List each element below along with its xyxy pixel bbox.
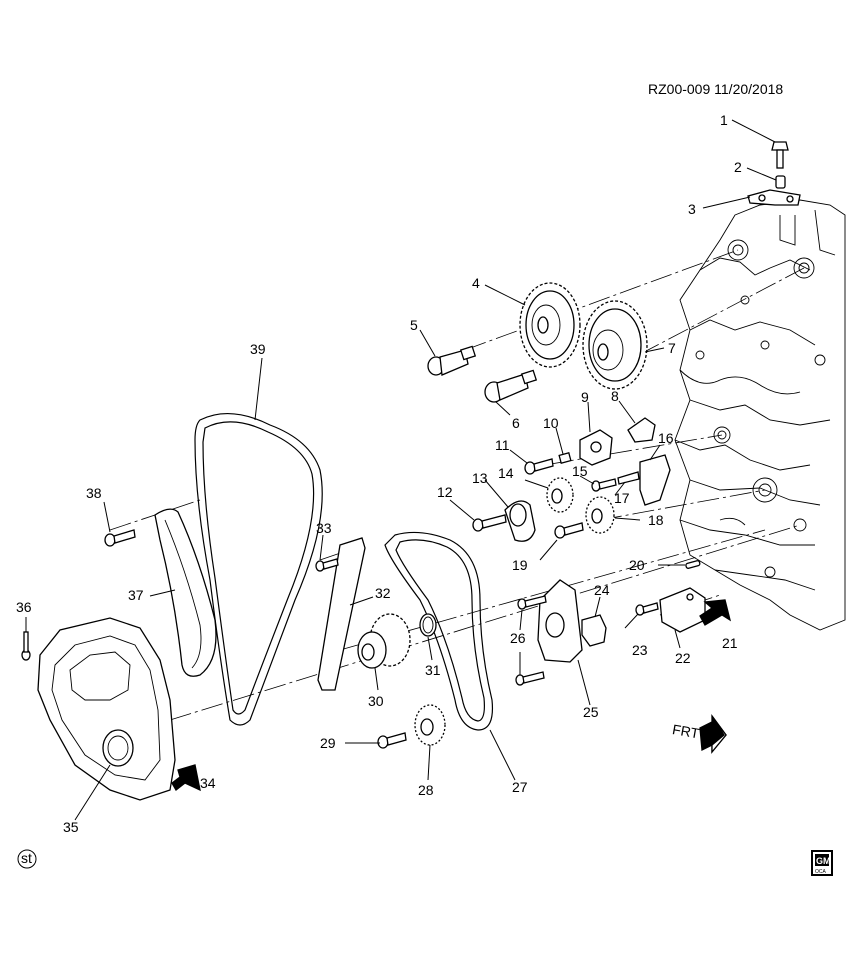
part-5-actuator-bolt <box>427 345 477 376</box>
part-27-timing-chain-lower <box>384 531 494 731</box>
callout-9: 9 <box>581 389 589 405</box>
part-33-bolt <box>315 558 339 572</box>
part-2-bushing <box>775 175 786 189</box>
callout-11: 11 <box>495 437 510 453</box>
part-31-o-ring <box>419 613 437 637</box>
diagram-reference: RZ00-009 11/20/2018 <box>648 81 783 97</box>
part-3-bracket <box>747 189 801 206</box>
part-18-sprocket <box>585 496 615 534</box>
part-1-bolt <box>771 141 789 169</box>
part-11-bolt <box>524 458 554 475</box>
arrow-21 <box>699 599 732 626</box>
part-27-timing-chain-lower-inner <box>395 539 485 722</box>
part-6-actuator-bolt <box>484 369 538 403</box>
callout-19: 19 <box>512 557 528 573</box>
callout-7: 7 <box>668 340 676 356</box>
callout-10: 10 <box>543 415 559 431</box>
part-14-sprocket <box>546 477 574 513</box>
part-19-bolt <box>554 522 584 539</box>
part-20-pin <box>685 560 701 569</box>
callout-20: 20 <box>629 557 645 573</box>
callout-38: 38 <box>86 485 102 501</box>
part-39-timing-chain-upper <box>194 412 323 726</box>
callout-16: 16 <box>658 430 674 446</box>
callout-39: 39 <box>250 341 266 357</box>
part-25-tensioner <box>537 579 583 663</box>
callout-13: 13 <box>472 470 488 486</box>
part-26-bolt-lower <box>515 671 545 686</box>
callout-34: 34 <box>200 775 216 791</box>
callout-18: 18 <box>648 512 664 528</box>
part-36-bolt <box>21 631 31 661</box>
part-8-guide <box>627 417 656 443</box>
part-32-chain-guide <box>317 537 366 691</box>
gm-logo-text: GM <box>816 856 831 866</box>
part-23-bolt <box>635 602 659 616</box>
part-17-bolt <box>617 471 640 485</box>
part-7-cam-actuator <box>582 300 648 390</box>
callout-5: 5 <box>410 317 418 333</box>
part-26-bolt-upper <box>517 595 547 610</box>
callout-33: 33 <box>316 520 332 536</box>
arrow-34 <box>171 764 201 792</box>
callout-35: 35 <box>63 819 79 835</box>
part-24-clip <box>581 614 607 647</box>
callout-12: 12 <box>437 484 453 500</box>
part-38-bolt <box>104 529 136 547</box>
part-10-pin <box>558 452 572 464</box>
frt-label: FRT <box>671 721 701 742</box>
callout-14: 14 <box>498 465 514 481</box>
callout-6: 6 <box>512 415 520 431</box>
callout-26: 26 <box>510 630 526 646</box>
part-12-bolt <box>472 514 507 532</box>
callout-2: 2 <box>734 159 742 175</box>
st-badge-label: st <box>21 850 32 866</box>
part-39-timing-chain-upper-inner <box>202 421 315 715</box>
callout-labels: 1 2 3 4 5 6 7 8 9 10 11 12 13 14 15 16 1… <box>16 112 742 835</box>
part-22-cover <box>659 587 706 633</box>
callout-21: 21 <box>722 635 738 651</box>
callout-32: 32 <box>375 585 391 601</box>
callout-25: 25 <box>583 704 599 720</box>
part-9-tensioner <box>579 429 613 466</box>
part-35-front-cover <box>37 617 176 801</box>
callout-17: 17 <box>614 490 630 506</box>
callout-29: 29 <box>320 735 336 751</box>
part-16-guide <box>639 454 671 506</box>
front-direction-marker: FRT <box>671 714 727 754</box>
part-30-crank-sprocket <box>357 613 411 669</box>
part-4-cam-actuator <box>519 282 581 368</box>
callout-27: 27 <box>512 779 528 795</box>
callout-36: 36 <box>16 599 32 615</box>
part-15-bolt <box>591 478 617 492</box>
part-13-pulley <box>504 500 536 542</box>
st-badge: st <box>17 849 37 869</box>
callout-37: 37 <box>128 587 144 603</box>
callout-22: 22 <box>675 650 691 666</box>
callout-8: 8 <box>611 388 619 404</box>
part-37-chain-guide <box>154 508 217 677</box>
callout-1: 1 <box>720 112 728 128</box>
part-29-bolt <box>377 732 407 749</box>
callout-3: 3 <box>688 201 696 217</box>
callout-31: 31 <box>425 662 441 678</box>
callout-28: 28 <box>418 782 434 798</box>
part-28-sprocket <box>414 704 446 746</box>
callout-15: 15 <box>572 463 588 479</box>
callout-30: 30 <box>368 693 384 709</box>
leader-lines <box>25 119 777 821</box>
gm-logo-subtext: OCA <box>815 869 827 875</box>
callout-4: 4 <box>472 275 480 291</box>
callout-23: 23 <box>632 642 648 658</box>
callout-24: 24 <box>594 582 610 598</box>
engine-block <box>674 199 846 631</box>
gm-logo: GM OCA <box>811 850 833 876</box>
